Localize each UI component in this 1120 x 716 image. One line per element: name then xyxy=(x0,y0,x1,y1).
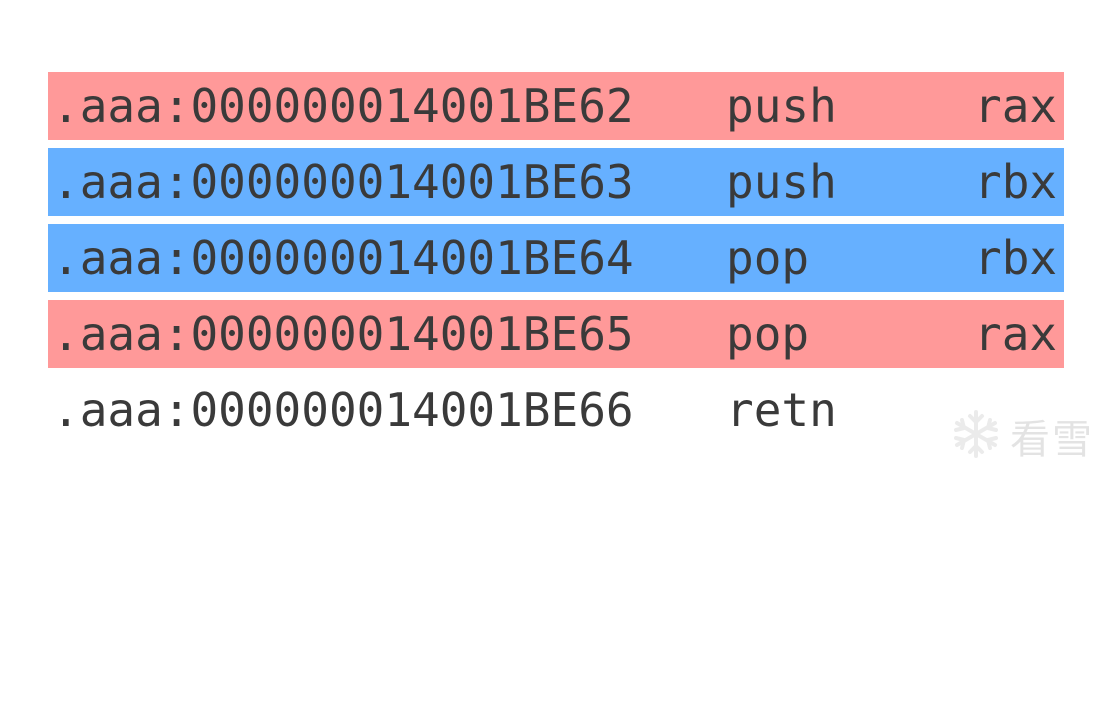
watermark-text: 看雪 xyxy=(1010,417,1094,463)
line-operand: rax xyxy=(974,307,1058,361)
code-line[interactable]: .aaa:000000014001BE62 push rax xyxy=(48,72,1064,140)
line-address: .aaa:000000014001BE65 xyxy=(52,307,634,361)
code-line[interactable]: .aaa:000000014001BE65 pop rax xyxy=(48,300,1064,368)
snowflake-icon xyxy=(948,406,1004,466)
line-address: .aaa:000000014001BE63 xyxy=(52,155,634,209)
line-mnemonic: push xyxy=(726,79,837,133)
line-mnemonic: pop xyxy=(726,307,810,361)
line-mnemonic: retn xyxy=(726,383,837,437)
line-mnemonic: push xyxy=(726,155,837,209)
code-line[interactable]: .aaa:000000014001BE63 push rbx xyxy=(48,148,1064,216)
code-line[interactable]: .aaa:000000014001BE66 retn xyxy=(48,376,1064,444)
disassembly-listing: .aaa:000000014001BE62 push rax .aaa:0000… xyxy=(48,72,1064,452)
line-address: .aaa:000000014001BE62 xyxy=(52,79,634,133)
watermark: 看雪 xyxy=(948,404,1098,468)
line-operand: rax xyxy=(974,79,1058,133)
line-operand: rbx xyxy=(974,155,1058,209)
code-line[interactable]: .aaa:000000014001BE64 pop rbx xyxy=(48,224,1064,292)
line-mnemonic: pop xyxy=(726,231,810,285)
line-operand: rbx xyxy=(974,231,1058,285)
line-address: .aaa:000000014001BE64 xyxy=(52,231,634,285)
line-address: .aaa:000000014001BE66 xyxy=(52,383,634,437)
